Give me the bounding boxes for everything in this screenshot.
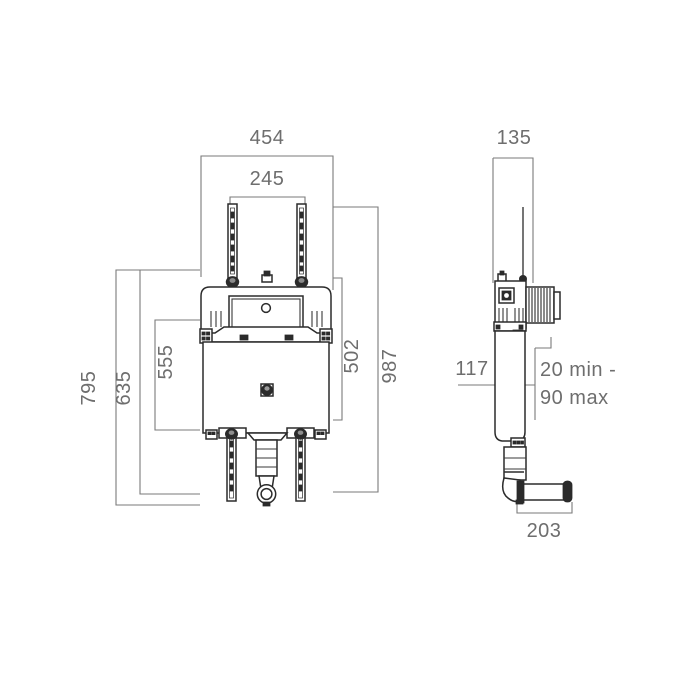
dim-label-245: 245 (250, 168, 285, 190)
dim-label-454: 454 (250, 127, 285, 149)
dim-label-795: 795 (78, 371, 100, 406)
dim-label-90-max: 90 max (540, 387, 609, 409)
finned-valve-unit (525, 286, 561, 324)
dim-bracket-minmax (535, 337, 552, 349)
dimension-labels: 454 245 795 635 555 502 987 135 117 20 m… (78, 127, 616, 542)
dim-label-635: 635 (113, 371, 135, 406)
side-housing-ribs (498, 308, 524, 322)
dim-label-20-min: 20 min - (540, 359, 616, 381)
panel-port (260, 302, 272, 314)
elbow-foot (515, 499, 524, 505)
mounting-bracket (200, 326, 332, 343)
bottom-anchors (205, 429, 327, 440)
tank-face-valve (260, 383, 274, 397)
housing-ribs-right (311, 311, 323, 327)
dim-label-502: 502 (341, 339, 363, 374)
pipe-end-seal (562, 480, 573, 503)
dim-label-555: 555 (155, 345, 177, 380)
bracket-tab-right (284, 334, 294, 341)
dim-label-135: 135 (497, 127, 532, 149)
dim-bracket-454 (200, 155, 334, 187)
dim-bracket-203 (516, 502, 573, 514)
dim-label-987: 987 (379, 349, 401, 384)
front-dimension-lines (115, 155, 379, 506)
threaded-rod-right (294, 203, 309, 288)
bracket-end-blocks (199, 328, 333, 344)
front-view-assembly (199, 203, 333, 507)
dim-bracket-135-top (493, 157, 534, 283)
bracket-tab-left (239, 334, 249, 341)
dim-bracket-245 (229, 196, 306, 210)
dim-label-203: 203 (527, 520, 562, 542)
top-center-nipple (261, 270, 273, 283)
side-band-bolt-2 (518, 324, 524, 330)
dim-label-117: 117 (455, 358, 488, 380)
threaded-rod-left (225, 203, 240, 288)
dim-bracket-635 (139, 269, 200, 495)
side-view-assembly (493, 270, 573, 505)
side-tank-body (494, 330, 526, 442)
side-port-hole (504, 293, 509, 298)
flush-outlet-pipe (246, 432, 289, 507)
dim-bracket-502 (333, 277, 343, 421)
anchor-rod-left (218, 427, 247, 502)
side-band-bolt-1 (495, 324, 501, 330)
anchor-rod-right (286, 427, 315, 502)
dim-bracket-987 (333, 206, 379, 493)
housing-ribs-left (210, 311, 222, 327)
outlet-elbow-assembly (501, 446, 573, 505)
dim-bracket-555 (154, 319, 200, 431)
